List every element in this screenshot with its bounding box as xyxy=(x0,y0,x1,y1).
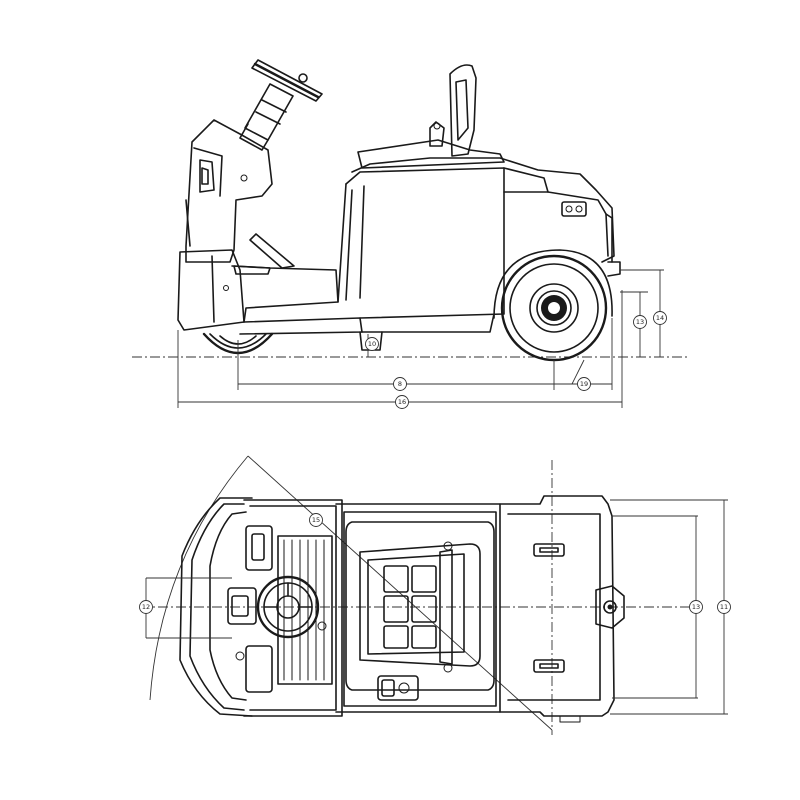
svg-text:8: 8 xyxy=(398,380,402,388)
rear-wheel xyxy=(493,249,613,362)
callout-15: 15 xyxy=(309,513,323,527)
callout-8: 8 xyxy=(393,377,407,391)
floor-deck xyxy=(231,233,363,335)
callout-10: 10 xyxy=(365,337,379,351)
svg-text:13: 13 xyxy=(692,603,700,611)
operator-compartment xyxy=(227,499,343,717)
callout-19: 19 xyxy=(577,377,591,391)
seat xyxy=(357,64,505,169)
callout-13-top: 13 xyxy=(689,600,703,614)
steering-wheel xyxy=(239,59,323,151)
middle-body xyxy=(335,503,501,713)
svg-text:14: 14 xyxy=(656,314,664,322)
svg-text:19: 19 xyxy=(580,380,588,388)
turning-radius-line xyxy=(247,455,553,731)
side-view: 10 8 19 16 13 14 xyxy=(132,59,688,409)
front-console xyxy=(185,119,273,263)
svg-text:13: 13 xyxy=(636,318,644,326)
svg-text:16: 16 xyxy=(398,398,406,406)
turning-radius-arc xyxy=(149,455,249,701)
callout-13-side: 13 xyxy=(633,315,647,329)
callout-12: 12 xyxy=(139,600,153,614)
svg-text:15: 15 xyxy=(312,516,320,524)
front-nose xyxy=(179,497,253,717)
callout-11: 11 xyxy=(717,600,731,614)
steering-wheel-top xyxy=(256,575,327,639)
svg-text:11: 11 xyxy=(720,603,728,611)
svg-text:12: 12 xyxy=(142,603,150,611)
top-view: 15 12 13 11 xyxy=(139,455,731,735)
seat-top xyxy=(359,541,481,673)
callout-16: 16 xyxy=(395,395,409,409)
main-body xyxy=(337,157,621,351)
rear-section xyxy=(499,495,625,723)
svg-text:10: 10 xyxy=(368,340,376,348)
callout-14: 14 xyxy=(653,311,667,325)
top-dimension-lines xyxy=(145,499,728,715)
